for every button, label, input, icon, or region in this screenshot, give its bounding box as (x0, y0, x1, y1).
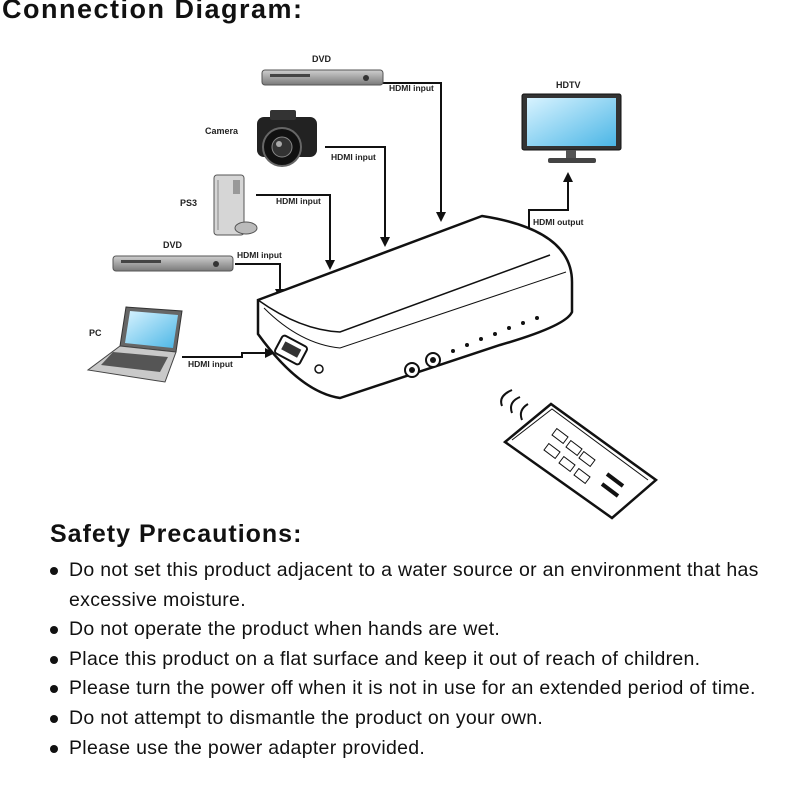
ps3-label: PS3 (180, 198, 197, 208)
safety-item: Please use the power adapter provided. (50, 734, 790, 764)
bullet-icon (50, 655, 58, 664)
camera-device: Camera (205, 110, 317, 167)
hdtv-label: HDTV (556, 80, 581, 90)
bullet-icon (50, 626, 58, 635)
camera-label: Camera (205, 126, 239, 136)
safety-item-text: Please turn the power off when it is not… (69, 677, 756, 700)
dvd-top-line (383, 82, 446, 222)
dvd-bottom-label: DVD (163, 240, 183, 250)
pc-line (182, 348, 275, 358)
pc-device: PC (86, 306, 183, 383)
connection-diagram-heading: Connection Diagram: (2, 0, 304, 24)
bullet-icon (50, 567, 58, 575)
hdmi-output-port-label: HDMI output (533, 217, 584, 227)
connection-diagram: DVD HDMI input Camera HDMI input PS3 HDM… (86, 54, 659, 520)
safety-item-text: Do not set this product adjacent to a wa… (69, 559, 759, 611)
safety-item: Please turn the power off when it is not… (50, 674, 790, 704)
hdtv-device: HDTV (521, 80, 622, 163)
safety-item: Do not operate the product when hands ar… (50, 615, 790, 645)
dvd-top-label: DVD (312, 54, 332, 64)
safety-item-text: Please use the power adapter provided. (69, 736, 426, 759)
remote-control-device (500, 389, 659, 520)
safety-item-text: Place this product on a flat surface and… (69, 647, 701, 670)
dvd-bottom-line (235, 263, 285, 299)
safety-item: Place this product on a flat surface and… (50, 645, 790, 675)
safety-item-text: Do not operate the product when hands ar… (69, 618, 501, 641)
safety-item: Do not set this product adjacent to a wa… (50, 556, 790, 615)
dvd-top-port-label: HDMI input (389, 83, 434, 93)
bullet-icon (50, 714, 58, 723)
bullet-icon (50, 744, 58, 753)
dvd-bottom-device: DVD (112, 240, 234, 272)
bullet-icon (50, 685, 58, 694)
ps3-port-label: HDMI input (276, 196, 321, 206)
pc-label: PC (89, 328, 102, 338)
pc-port-label: HDMI input (188, 359, 233, 369)
hdmi-output-line (528, 172, 573, 243)
camera-port-label: HDMI input (331, 152, 376, 162)
camera-line (325, 146, 390, 247)
dvd-top-device: DVD (261, 54, 384, 86)
safety-precautions-list: Do not set this product adjacent to a wa… (50, 556, 790, 763)
dvd-bottom-port-label: HDMI input (237, 250, 282, 260)
ps3-device: PS3 (180, 174, 258, 236)
hdmi-switch-device (256, 214, 574, 400)
connection-lines (182, 82, 573, 358)
safety-item-text: Do not attempt to dismantle the product … (69, 706, 544, 729)
safety-item: Do not attempt to dismantle the product … (50, 704, 790, 734)
safety-precautions-title: Safety Precautions: (50, 520, 303, 548)
ps3-line (256, 194, 335, 270)
